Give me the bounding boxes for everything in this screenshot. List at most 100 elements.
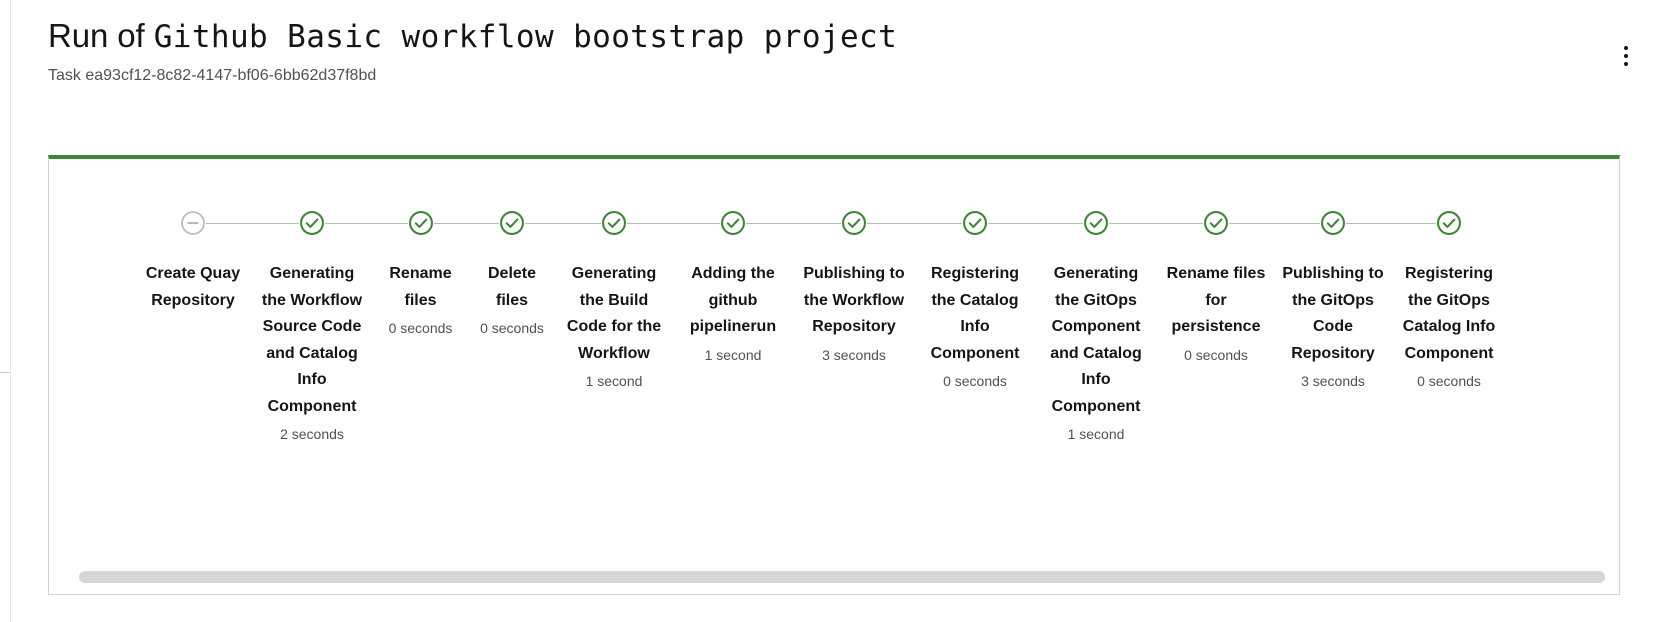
step-connector-row — [135, 207, 251, 239]
step-title[interactable]: Create Quay Repository — [145, 265, 241, 309]
step-item[interactable]: Publishing to the GitOps Code Repository… — [1276, 207, 1390, 395]
check-circle-icon[interactable] — [1436, 210, 1462, 236]
rail-tick — [0, 372, 10, 373]
step-item[interactable]: Rename files 0 seconds — [373, 207, 468, 342]
step-body: Create Quay Repository — [135, 261, 251, 314]
step-item[interactable]: Registering the Catalog Info Component 0 … — [914, 207, 1036, 395]
step-connector-left — [251, 222, 299, 224]
step-connector-right — [1346, 222, 1390, 224]
step-connector-row — [373, 207, 468, 239]
step-title[interactable]: Rename files for persistence — [1166, 265, 1266, 335]
page-title-workflow-name: Github Basic workflow bootstrap project — [153, 19, 898, 55]
kebab-menu-icon[interactable] — [1606, 36, 1646, 76]
check-circle-icon[interactable] — [299, 210, 325, 236]
check-circle-icon[interactable] — [841, 210, 867, 236]
step-duration: 0 seconds — [1417, 373, 1481, 389]
kebab-dot-2 — [1624, 54, 1628, 58]
step-connector-right — [1229, 222, 1276, 224]
step-title[interactable]: Publishing to the GitOps Code Repository — [1282, 265, 1384, 362]
step-item[interactable]: Generating the GitOps Component and Cata… — [1036, 207, 1156, 448]
step-connector-right — [746, 222, 794, 224]
step-title[interactable]: Rename files — [389, 265, 452, 309]
step-item[interactable]: Generating the Build Code for the Workfl… — [556, 207, 672, 395]
step-connector-right — [867, 222, 914, 224]
steps-container: Create Quay Repository Generating the Wor… — [49, 207, 1619, 448]
step-connector-left — [556, 222, 601, 224]
step-duration: 0 seconds — [943, 373, 1007, 389]
step-duration: 3 seconds — [1301, 373, 1365, 389]
step-connector-row — [1276, 207, 1390, 239]
step-body: Generating the Build Code for the Workfl… — [556, 261, 672, 395]
task-id-subtitle: Task ea93cf12-8c82-4147-bf06-6bb62d37f8b… — [48, 67, 377, 84]
step-body: Rename files 0 seconds — [373, 261, 468, 342]
check-circle-icon[interactable] — [720, 210, 746, 236]
step-connector-row — [251, 207, 373, 239]
horizontal-scrollbar[interactable] — [79, 571, 1605, 583]
step-title[interactable]: Registering the GitOps Catalog Info Comp… — [1402, 265, 1496, 362]
step-connector-right — [433, 222, 468, 224]
step-body: Publishing to the GitOps Code Repository… — [1276, 261, 1390, 395]
step-title[interactable]: Publishing to the Workflow Repository — [803, 265, 905, 335]
step-title[interactable]: Generating the Workflow Source Code and … — [261, 265, 363, 415]
page-title: Run of Github Basic workflow bootstrap p… — [48, 16, 1606, 57]
check-circle-icon[interactable] — [408, 210, 434, 236]
step-connector-left — [1036, 222, 1083, 224]
step-connector-left — [672, 222, 720, 224]
check-circle-icon[interactable] — [601, 210, 627, 236]
step-body: Registering the Catalog Info Component 0 … — [914, 261, 1036, 395]
check-circle-icon[interactable] — [1203, 210, 1229, 236]
step-body: Adding the github pipelinerun 1 second — [672, 261, 794, 368]
page-header: Run of Github Basic workflow bootstrap p… — [48, 16, 1606, 87]
step-connector-left — [914, 222, 962, 224]
step-connector-right — [206, 222, 251, 224]
step-connector-left — [1390, 222, 1436, 224]
step-body: Generating the Workflow Source Code and … — [251, 261, 373, 448]
step-duration: 1 second — [704, 346, 762, 363]
step-connector-row — [1036, 207, 1156, 239]
step-title[interactable]: Delete files — [487, 265, 537, 309]
step-item[interactable]: Rename files for persistence 0 seconds — [1156, 207, 1276, 368]
check-circle-icon[interactable] — [1083, 210, 1109, 236]
step-connector-left — [794, 222, 841, 224]
step-body: Registering the GitOps Catalog Info Comp… — [1390, 261, 1508, 395]
minus-circle-icon[interactable] — [180, 210, 206, 236]
step-connector-right — [525, 222, 556, 224]
step-title[interactable]: Generating the GitOps Component and Cata… — [1050, 265, 1142, 415]
kebab-dot-3 — [1624, 62, 1628, 66]
step-connector-row — [556, 207, 672, 239]
horizontal-scrollbar-thumb[interactable] — [79, 571, 1605, 583]
page-left-rail — [0, 0, 11, 622]
check-circle-icon[interactable] — [962, 210, 988, 236]
step-duration: 0 seconds — [1184, 346, 1248, 363]
step-body: Generating the GitOps Component and Cata… — [1036, 261, 1156, 448]
step-title[interactable]: Generating the Build Code for the Workfl… — [566, 265, 662, 362]
step-item[interactable]: Create Quay Repository — [135, 207, 251, 314]
progress-stepper: Create Quay Repository Generating the Wor… — [49, 159, 1619, 594]
step-connector-right — [988, 222, 1036, 224]
step-duration: 0 seconds — [388, 320, 453, 336]
step-item[interactable]: Generating the Workflow Source Code and … — [251, 207, 373, 448]
step-item[interactable]: Adding the github pipelinerun 1 second — [672, 207, 794, 368]
page-title-prefix: Run of — [48, 17, 154, 54]
step-connector-row — [468, 207, 556, 239]
step-title[interactable]: Adding the github pipelinerun — [689, 265, 777, 335]
step-connector-row — [1156, 207, 1276, 239]
step-connector-right — [1109, 222, 1156, 224]
step-connector-row — [1390, 207, 1508, 239]
step-duration: 2 seconds — [280, 426, 344, 442]
check-circle-icon[interactable] — [499, 210, 525, 236]
step-duration: 3 seconds — [822, 346, 886, 363]
step-connector-row — [794, 207, 914, 239]
step-title[interactable]: Registering the Catalog Info Component — [930, 265, 1020, 362]
step-item[interactable]: Publishing to the Workflow Repository 3 s… — [794, 207, 914, 368]
step-duration: 1 second — [585, 373, 643, 389]
step-body: Rename files for persistence 0 seconds — [1156, 261, 1276, 368]
check-circle-icon[interactable] — [1320, 210, 1346, 236]
step-body: Publishing to the Workflow Repository 3 s… — [794, 261, 914, 368]
step-item[interactable]: Registering the GitOps Catalog Info Comp… — [1390, 207, 1508, 395]
step-connector-row — [672, 207, 794, 239]
kebab-dot-1 — [1624, 46, 1628, 50]
step-connector-left — [468, 222, 499, 224]
